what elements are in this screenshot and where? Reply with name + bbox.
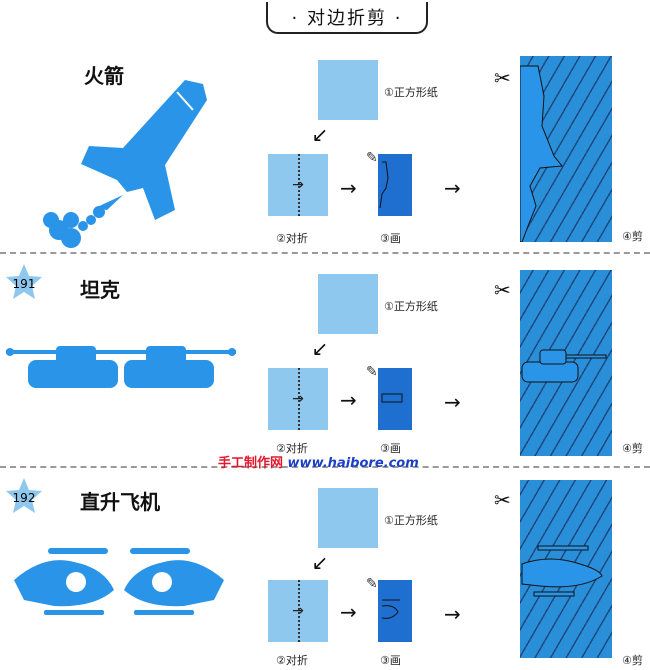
square-paper (318, 488, 378, 548)
step-draw-label: ③画 (380, 442, 401, 455)
half-paper-drawn (378, 154, 412, 216)
scissors-icon: ✂ (494, 66, 511, 90)
page-title: · 对边折剪 · (266, 2, 428, 34)
section-title-tank: 坦克 (80, 278, 120, 302)
step-cut-label: ④剪 (622, 230, 643, 243)
pencil-icon: ✎ (366, 364, 378, 380)
folded-paper: → (268, 580, 328, 642)
step-square-label: ①正方形纸 (384, 86, 438, 99)
step-square-label: ①正方形纸 (384, 514, 438, 527)
section-divider (0, 466, 650, 468)
rocket-cutout (43, 80, 207, 248)
fold-arrow-icon: → (292, 603, 304, 619)
cut-paper-tank (520, 270, 612, 456)
tank-cutout (6, 346, 236, 388)
arrow-right-icon: → (340, 388, 357, 412)
folded-paper: → (268, 154, 328, 216)
pencil-icon: ✎ (366, 576, 378, 592)
arrow-right-icon: → (444, 390, 461, 414)
arrow-down-left-icon: → (305, 335, 335, 365)
scissors-icon: ✂ (494, 488, 511, 512)
star-badge-icon: 191 (6, 264, 42, 299)
step-fold-label: ②对折 (276, 442, 308, 455)
svg-text:191: 191 (13, 277, 36, 291)
helicopter-cutout (14, 548, 224, 615)
svg-text:192: 192 (13, 491, 36, 505)
square-paper (318, 274, 378, 334)
arrow-right-icon: → (444, 602, 461, 626)
section-title-rocket: 火箭 (84, 64, 124, 88)
step-square-label: ①正方形纸 (384, 300, 438, 313)
half-paper-drawn (378, 580, 412, 642)
arrow-right-icon: → (444, 176, 461, 200)
arrow-right-icon: → (340, 176, 357, 200)
arrow-down-left-icon: → (305, 549, 335, 579)
site-watermark: 手工制作网 www.haibore.com (218, 456, 419, 471)
arrow-right-icon: → (340, 600, 357, 624)
step-cut-label: ④剪 (622, 654, 643, 667)
section-title-helicopter: 直升飞机 (80, 490, 160, 514)
arrow-down-left-icon: → (305, 121, 335, 151)
step-draw-label: ③画 (380, 654, 401, 667)
fold-arrow-icon: → (292, 177, 304, 193)
pencil-icon: ✎ (366, 150, 378, 166)
section-divider (0, 252, 650, 254)
cut-paper-helicopter (520, 480, 612, 658)
step-fold-label: ②对折 (276, 654, 308, 667)
step-draw-label: ③画 (380, 232, 401, 245)
star-badge-icon: 192 (6, 478, 42, 513)
fold-arrow-icon: → (292, 391, 304, 407)
scissors-icon: ✂ (494, 278, 511, 302)
step-cut-label: ④剪 (622, 442, 643, 455)
square-paper (318, 60, 378, 120)
half-paper-drawn (378, 368, 412, 430)
folded-paper: → (268, 368, 328, 430)
step-fold-label: ②对折 (276, 232, 308, 245)
cut-paper-rocket (520, 56, 612, 242)
